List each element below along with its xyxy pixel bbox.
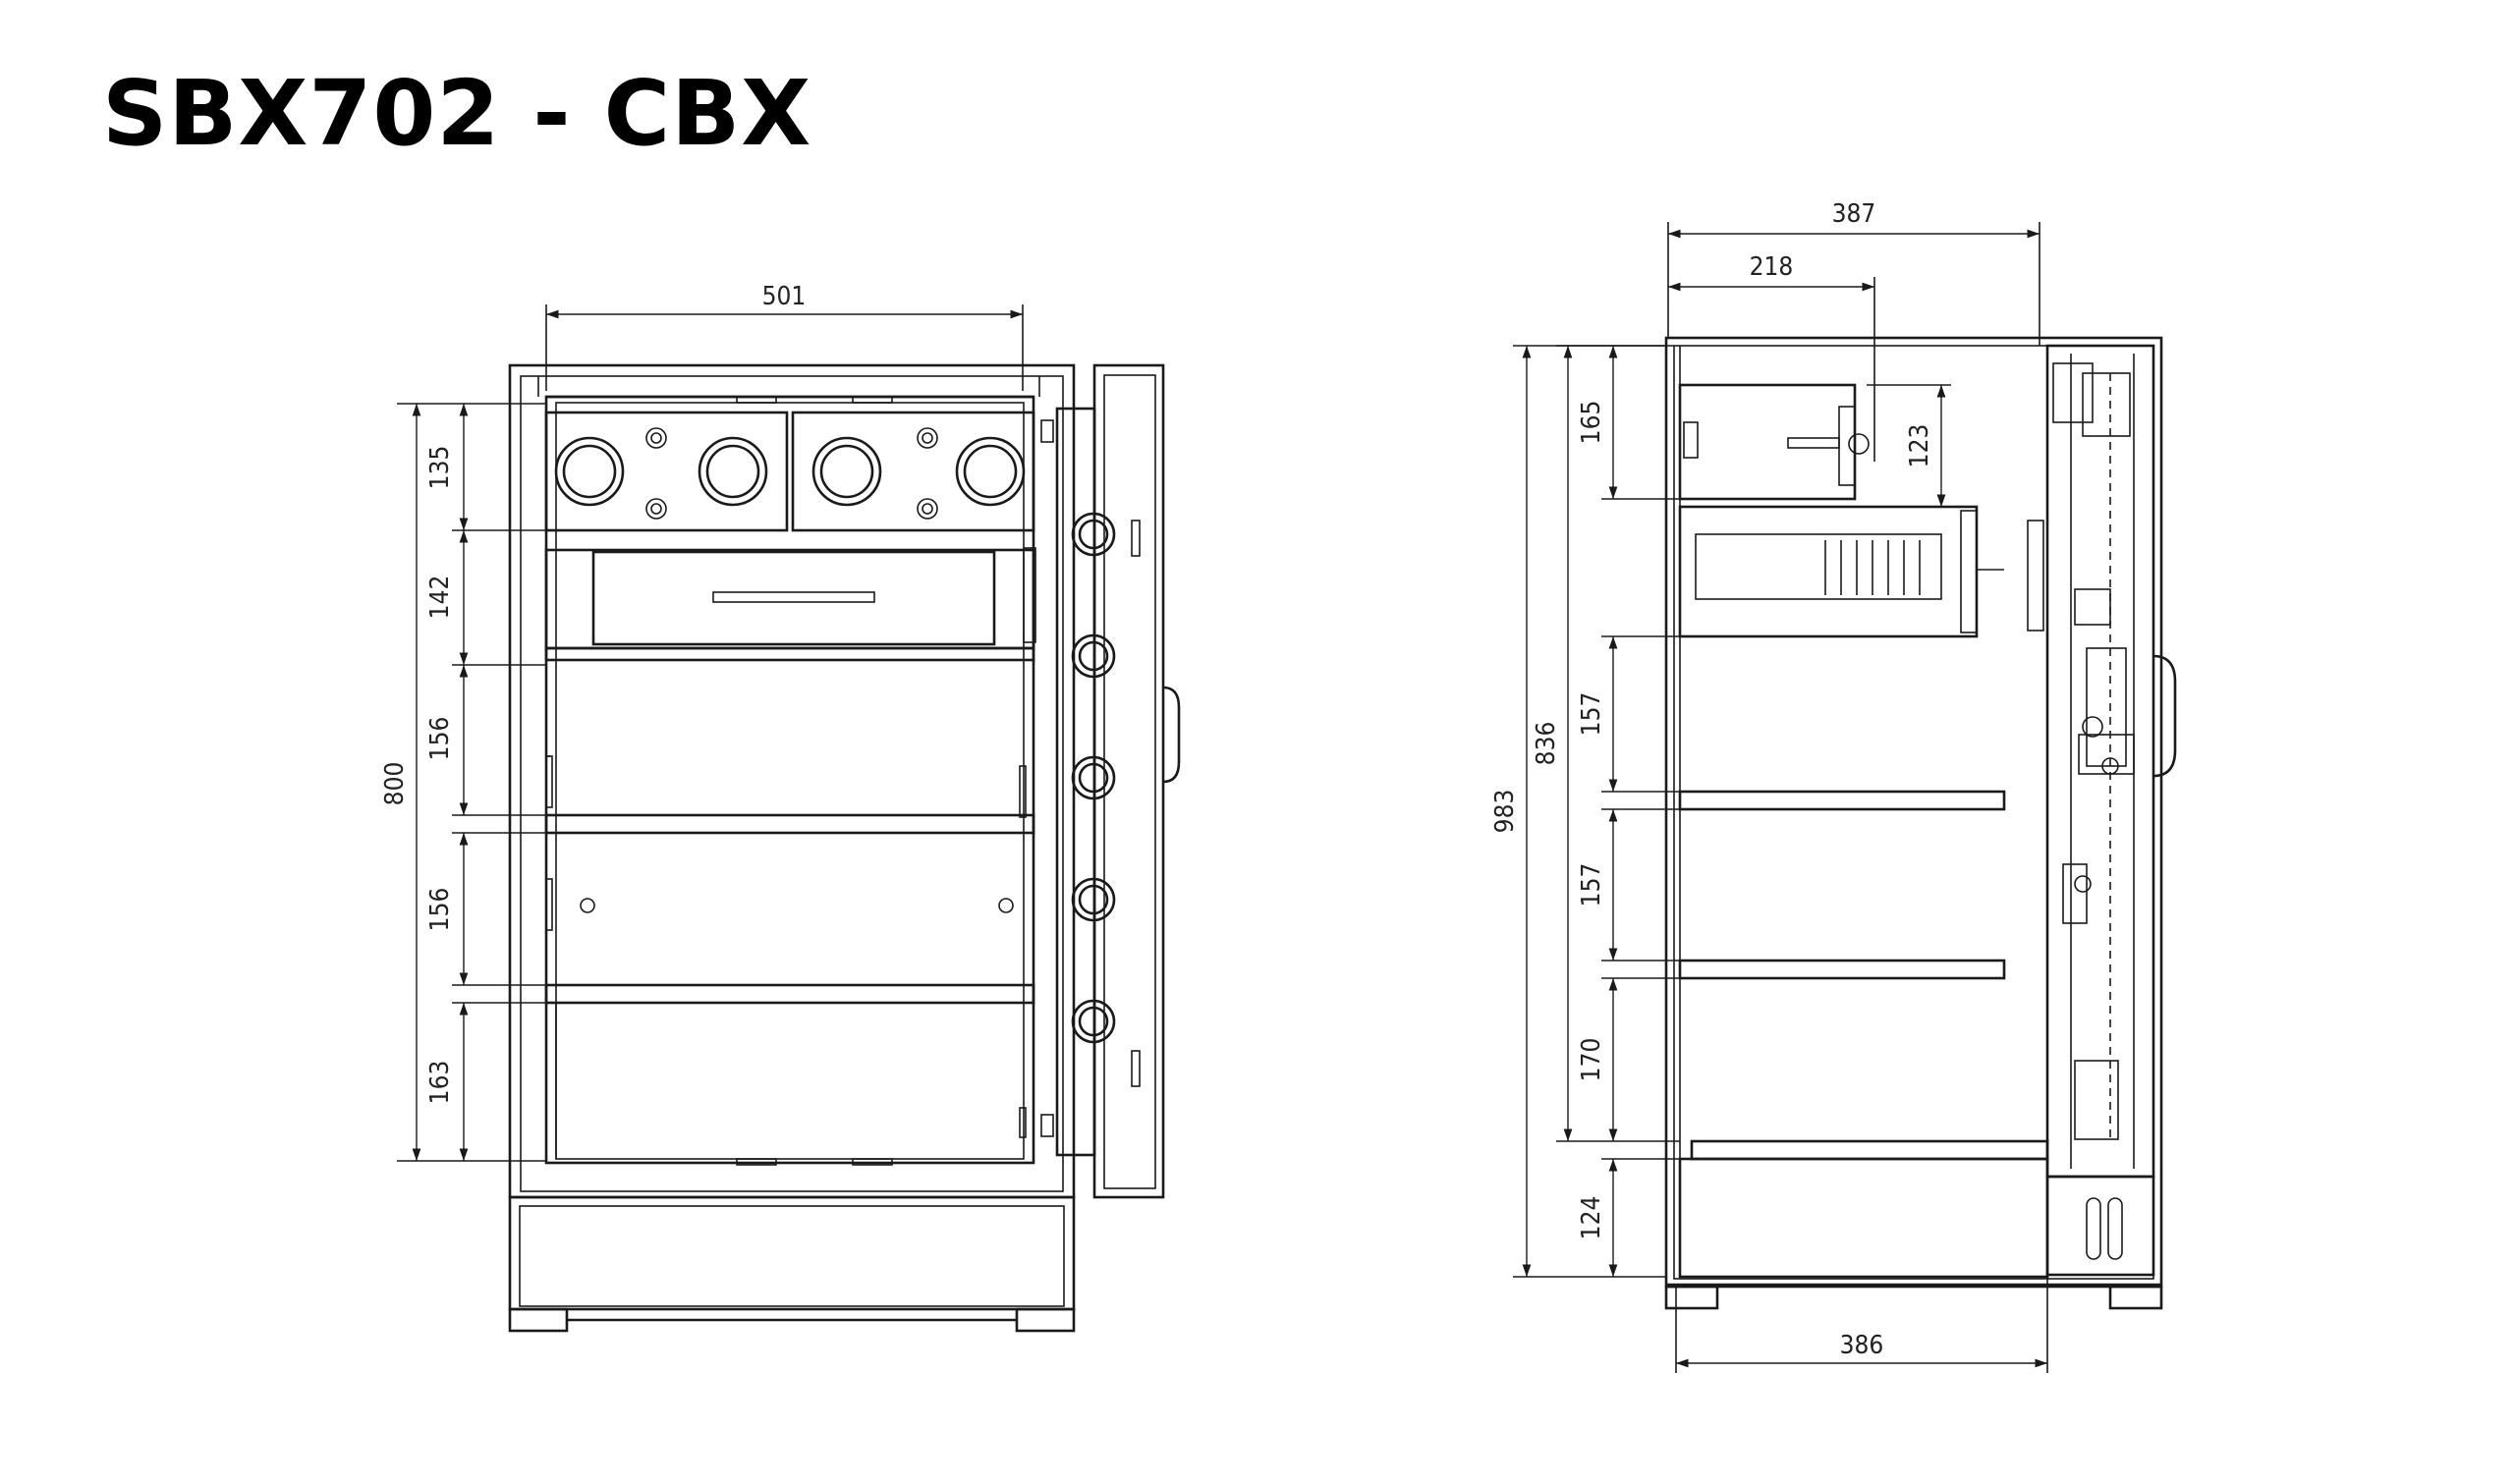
drawing-title: SBX702 - CBX	[102, 61, 812, 166]
dim-front-seg-3: 156	[425, 717, 455, 761]
dim-front-seg-2: 142	[425, 576, 455, 620]
dim-side-seg-4: 170	[1577, 1038, 1606, 1082]
dim-side-inner-height: 836	[1532, 722, 1561, 766]
side-view: 387 218 983 836 165 157 157 170 124	[1490, 199, 2177, 1373]
front-view: 501 800 135 142 156 156 163	[380, 282, 1181, 1333]
dim-side-depth-top: 387	[1832, 199, 1876, 229]
dim-side-seg-2: 157	[1577, 692, 1606, 737]
dim-side-depth-bottom: 386	[1840, 1331, 1884, 1360]
dim-front-seg-4: 156	[425, 888, 455, 932]
dim-front-total-height: 800	[380, 762, 410, 806]
dim-side-seg-1: 165	[1577, 401, 1606, 445]
dim-side-depth-inner: 218	[1750, 252, 1794, 282]
dim-front-seg-5: 163	[425, 1061, 455, 1105]
dim-side-seg-5: 124	[1577, 1196, 1606, 1240]
dim-side-seg-3: 157	[1577, 863, 1606, 907]
dim-side-total-height: 983	[1490, 790, 1520, 834]
dim-front-seg-1: 135	[425, 446, 455, 490]
dim-front-width: 501	[762, 282, 807, 311]
dim-side-seg-drawer: 123	[1905, 424, 1934, 468]
